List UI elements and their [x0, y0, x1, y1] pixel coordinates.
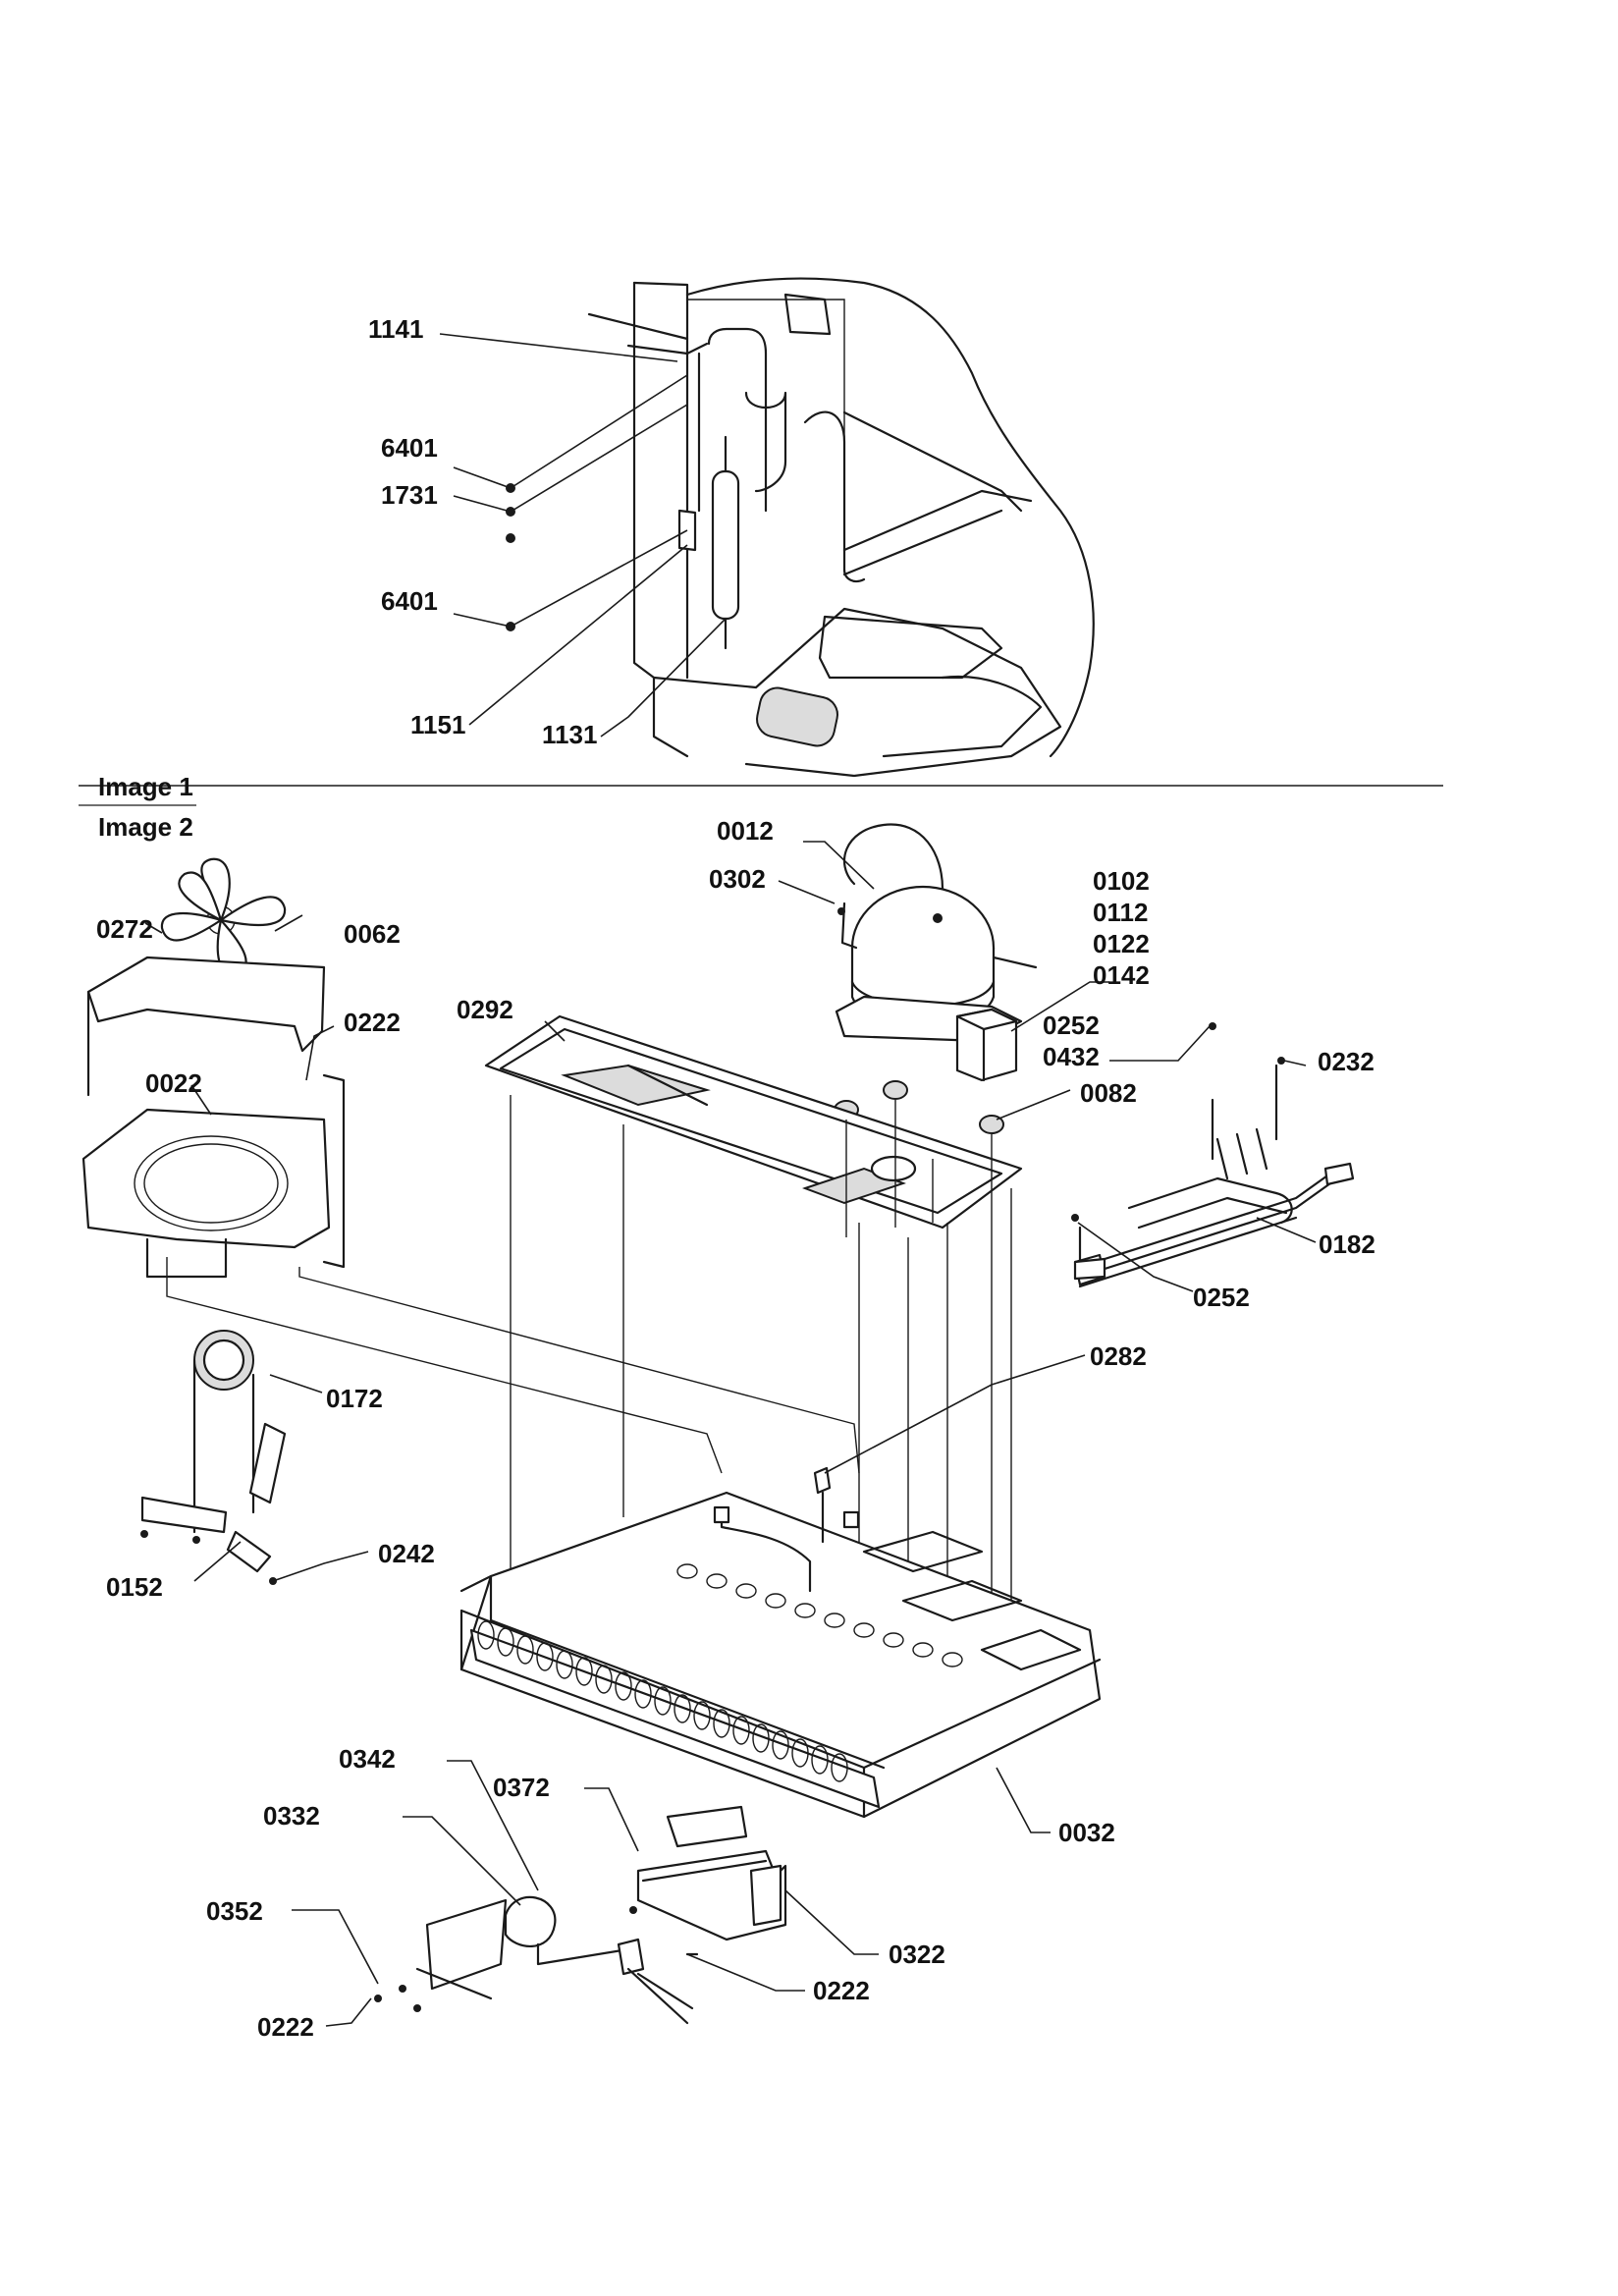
- part-label-0222-left: 0222: [257, 2012, 314, 2042]
- section-label-image1: Image 1: [98, 772, 193, 801]
- fan-bracket: [81, 1073, 346, 1279]
- part-label-0122: 0122: [1093, 929, 1150, 958]
- part-label-0112: 0112: [1093, 898, 1148, 927]
- fan-shroud: [86, 956, 326, 1097]
- part-label-0352: 0352: [206, 1896, 263, 1926]
- fan-wire-2: [298, 1267, 860, 1474]
- part-label-0282: 0282: [1090, 1341, 1147, 1371]
- image2-leaders: [144, 841, 1317, 2027]
- part-label-1151: 1151: [410, 710, 465, 739]
- part-label-0272: 0272: [96, 914, 153, 944]
- part-label-1131: 1131: [542, 720, 597, 749]
- part-label-6401-lower: 6401: [381, 586, 438, 616]
- fan-blade: [160, 857, 287, 976]
- part-label-0222-right: 0222: [813, 1976, 870, 2005]
- part-label-0332: 0332: [263, 1801, 320, 1831]
- part-label-1141: 1141: [368, 314, 423, 344]
- drain-pan: [484, 1014, 1023, 1230]
- part-label-0232: 0232: [1318, 1047, 1375, 1076]
- part-label-0432: 0432: [1043, 1042, 1100, 1071]
- part-label-0022: 0022: [145, 1068, 202, 1098]
- heater-harness: [1071, 1022, 1355, 1288]
- part-label-0182: 0182: [1319, 1230, 1375, 1259]
- part-label-0292: 0292: [457, 995, 513, 1024]
- part-label-0152: 0152: [106, 1572, 163, 1602]
- image1-leaders: [439, 333, 727, 738]
- part-label-0222-top: 0222: [344, 1008, 401, 1037]
- part-label-0102: 0102: [1093, 866, 1150, 896]
- cold-control: [374, 1895, 694, 2025]
- part-label-0242: 0242: [378, 1539, 435, 1568]
- part-label-0082: 0082: [1080, 1078, 1137, 1108]
- part-label-0372: 0372: [493, 1773, 550, 1802]
- part-label-0172: 0172: [326, 1384, 383, 1413]
- evaporator: [459, 1491, 1102, 1819]
- part-label-6401-upper: 6401: [381, 433, 438, 463]
- fan-motor: [140, 1330, 287, 1585]
- defrost-thermostat: [813, 1466, 832, 1544]
- image1-illustration: [506, 277, 1095, 778]
- fan-wire: [166, 1257, 723, 1474]
- defrost-timer-bracket: [629, 1805, 787, 1956]
- part-label-0302: 0302: [709, 864, 766, 894]
- part-label-0342: 0342: [339, 1744, 396, 1774]
- section-label-image2: Image 2: [98, 812, 193, 842]
- part-label-0252-lower: 0252: [1193, 1283, 1250, 1312]
- part-label-0322: 0322: [889, 1940, 945, 1969]
- part-label-0252-upper: 0252: [1043, 1011, 1100, 1040]
- evaporator-coils: [477, 1563, 963, 1782]
- part-label-1731: 1731: [381, 480, 438, 510]
- part-label-0142: 0142: [1093, 960, 1150, 990]
- assembly-guidelines: [510, 1095, 1012, 1728]
- compressor: [834, 823, 1038, 1159]
- terminal-strip: [1073, 1226, 1106, 1281]
- part-label-0062: 0062: [344, 919, 401, 949]
- part-label-0012: 0012: [717, 816, 774, 846]
- part-label-0032: 0032: [1058, 1818, 1115, 1847]
